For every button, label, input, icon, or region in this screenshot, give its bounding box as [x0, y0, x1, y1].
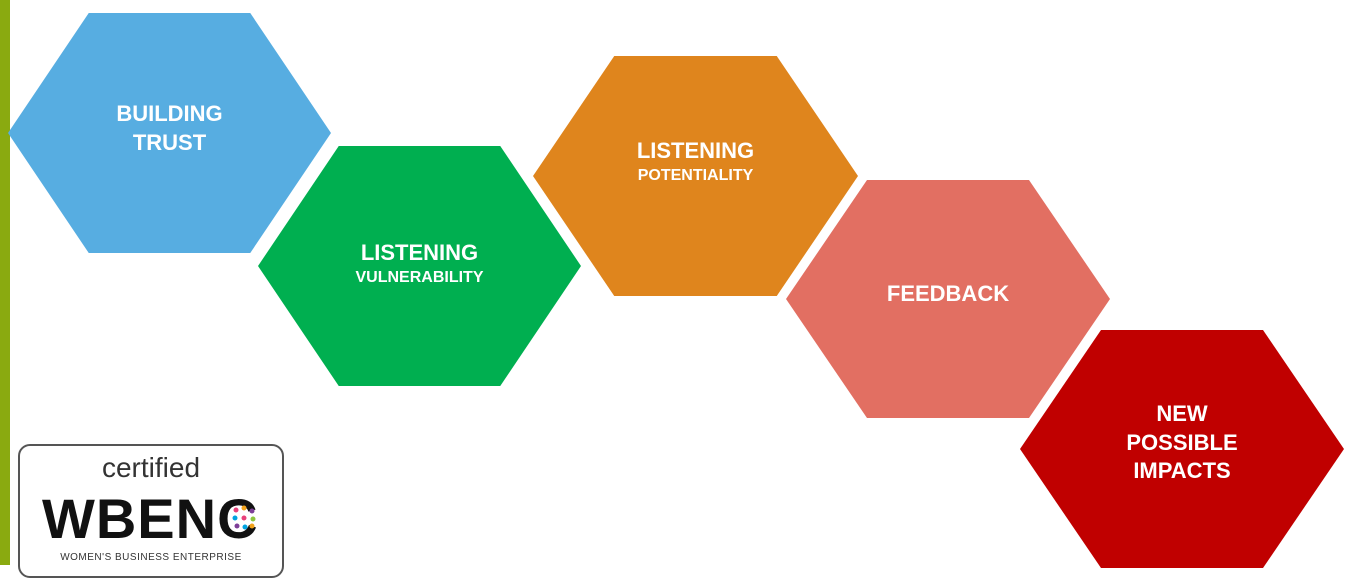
- hexagon-new-possible-impacts: NEW POSSIBLE IMPACTS: [1020, 330, 1344, 568]
- hexagon-feedback: FEEDBACK: [786, 180, 1110, 418]
- hexagon-label-line: NEW: [1156, 401, 1208, 427]
- hexagon-label-line: BUILDING: [116, 101, 223, 127]
- wbenc-certified-badge: certified WBENC WOMEN'S BUSINESS ENTERPR…: [18, 444, 284, 578]
- hexagon-label-line: POSSIBLE: [1126, 429, 1238, 455]
- hexagon-label-line: TRUST: [132, 130, 207, 155]
- wbenc-dots-icon: [232, 505, 256, 530]
- hexagon-label-line: IMPACTS: [1133, 458, 1231, 484]
- hexagon-subtitle: VULNERABILITY: [355, 268, 484, 286]
- hexagon-title: FEEDBACK: [886, 280, 1010, 306]
- hexagon-listening-potentiality: LISTENING POTENTIALITY: [533, 56, 858, 296]
- accent-bar: [0, 0, 10, 565]
- badge-certified-text: certified: [101, 452, 201, 483]
- hexagon-building-trust: BUILDING TRUST: [8, 13, 331, 253]
- hexagon-subtitle: POTENTIALITY: [637, 166, 754, 184]
- hexagon-title: LISTENING: [636, 138, 755, 164]
- hexagon-listening-vulnerability: LISTENING VULNERABILITY: [258, 146, 581, 386]
- badge-wbenc-text: WBENC: [42, 487, 259, 550]
- badge-subtitle: WOMEN'S BUSINESS ENTERPRISE: [60, 552, 242, 563]
- hexagon-title: LISTENING: [360, 240, 479, 266]
